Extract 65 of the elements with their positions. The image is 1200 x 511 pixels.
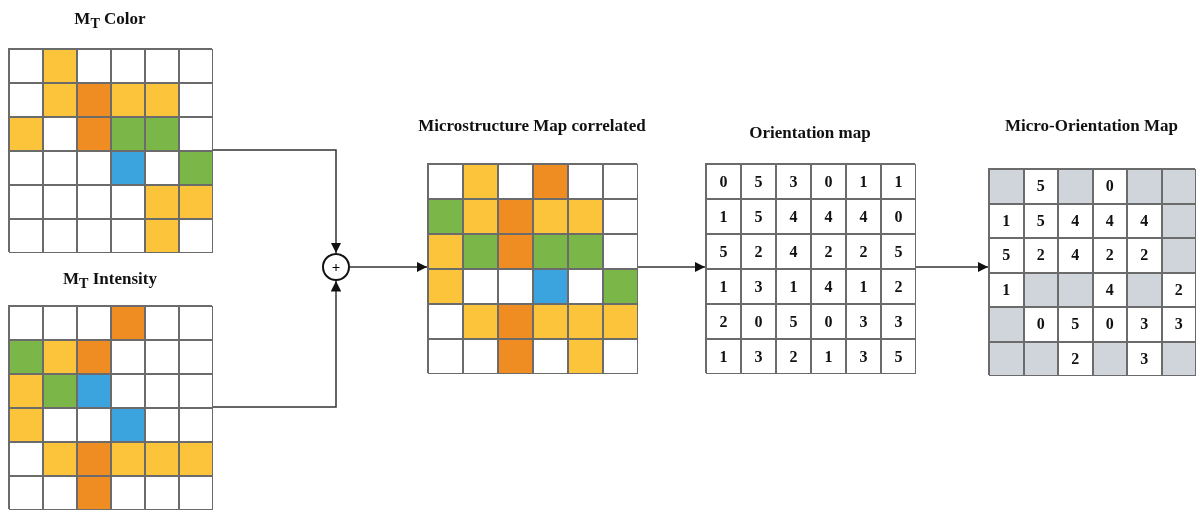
- grid-cell: 2: [1058, 341, 1093, 376]
- map-title: M$_{T}$ Color: [73, 8, 147, 34]
- grid-cell: 1: [776, 269, 811, 304]
- grid-cell: 3: [1127, 307, 1162, 342]
- grid-cell: 5: [741, 164, 776, 199]
- grid-cell: 2: [846, 234, 881, 269]
- grid-cell: 0: [706, 164, 741, 199]
- sum-circle: +: [322, 253, 350, 281]
- grid-cell: 3: [1127, 341, 1162, 376]
- map-title: Micro-Orientation Map: [1004, 115, 1179, 137]
- grid-cell: 1: [846, 269, 881, 304]
- grid-cell: 3: [741, 269, 776, 304]
- grid-cell: 2: [1023, 238, 1058, 273]
- grid-cell: 2: [1127, 238, 1162, 273]
- grid-cell: 3: [776, 164, 811, 199]
- grid-cell: 5: [881, 234, 916, 269]
- grid-cell: 1: [989, 203, 1024, 238]
- grid-cell: 2: [811, 234, 846, 269]
- map-title: Orientation map: [748, 122, 872, 144]
- grid-cell: 0: [881, 199, 916, 234]
- grid-cell: 1: [706, 339, 741, 374]
- grid-cell: 2: [706, 304, 741, 339]
- grid-cell: 4: [811, 269, 846, 304]
- grid-cell: 4: [846, 199, 881, 234]
- grid-cell: 4: [1127, 203, 1162, 238]
- grid-cell: 2: [776, 339, 811, 374]
- map-title: M$_{T}$ Intensity: [62, 268, 158, 294]
- grid-cell: 3: [1161, 307, 1196, 342]
- grid-cell: 5: [776, 304, 811, 339]
- grid-cell: 5: [881, 339, 916, 374]
- grid-cell: 1: [706, 199, 741, 234]
- grid-cell: 5: [1058, 307, 1093, 342]
- grid-cell: 1: [989, 272, 1024, 307]
- grid-cell: 5: [1023, 169, 1058, 204]
- grid-cell: 0: [1023, 307, 1058, 342]
- grid-cell: 3: [881, 304, 916, 339]
- grid-cell: 3: [741, 339, 776, 374]
- grid-cell: 0: [1092, 169, 1127, 204]
- grid-cell: 5: [706, 234, 741, 269]
- grid-cell: 2: [741, 234, 776, 269]
- arrow: [211, 280, 342, 408]
- grid-cell: 5: [741, 199, 776, 234]
- grid-cell: 0: [811, 304, 846, 339]
- grid-cell: 1: [846, 164, 881, 199]
- grid-cell: 4: [1058, 203, 1093, 238]
- grid-cell: 0: [811, 164, 846, 199]
- arrow: [914, 261, 989, 273]
- grid-cell: 2: [1092, 238, 1127, 273]
- grid-cell: 3: [846, 304, 881, 339]
- grid-cell: 4: [776, 199, 811, 234]
- grid-cell: 1: [706, 269, 741, 304]
- grid-cell: 4: [1058, 238, 1093, 273]
- arrow: [349, 261, 428, 273]
- grid-cell: 4: [811, 199, 846, 234]
- grid-cell: 4: [776, 234, 811, 269]
- grid-cell: 1: [881, 164, 916, 199]
- arrow: [211, 149, 342, 254]
- map-title: Microstructure Map correlated: [417, 115, 647, 137]
- grid-cell: 0: [741, 304, 776, 339]
- arrow: [636, 261, 706, 273]
- grid-cell: 1: [811, 339, 846, 374]
- grid-cell: 3: [846, 339, 881, 374]
- grid-cell: 5: [989, 238, 1024, 273]
- grid-cell: 2: [881, 269, 916, 304]
- grid-cell: 0: [1092, 307, 1127, 342]
